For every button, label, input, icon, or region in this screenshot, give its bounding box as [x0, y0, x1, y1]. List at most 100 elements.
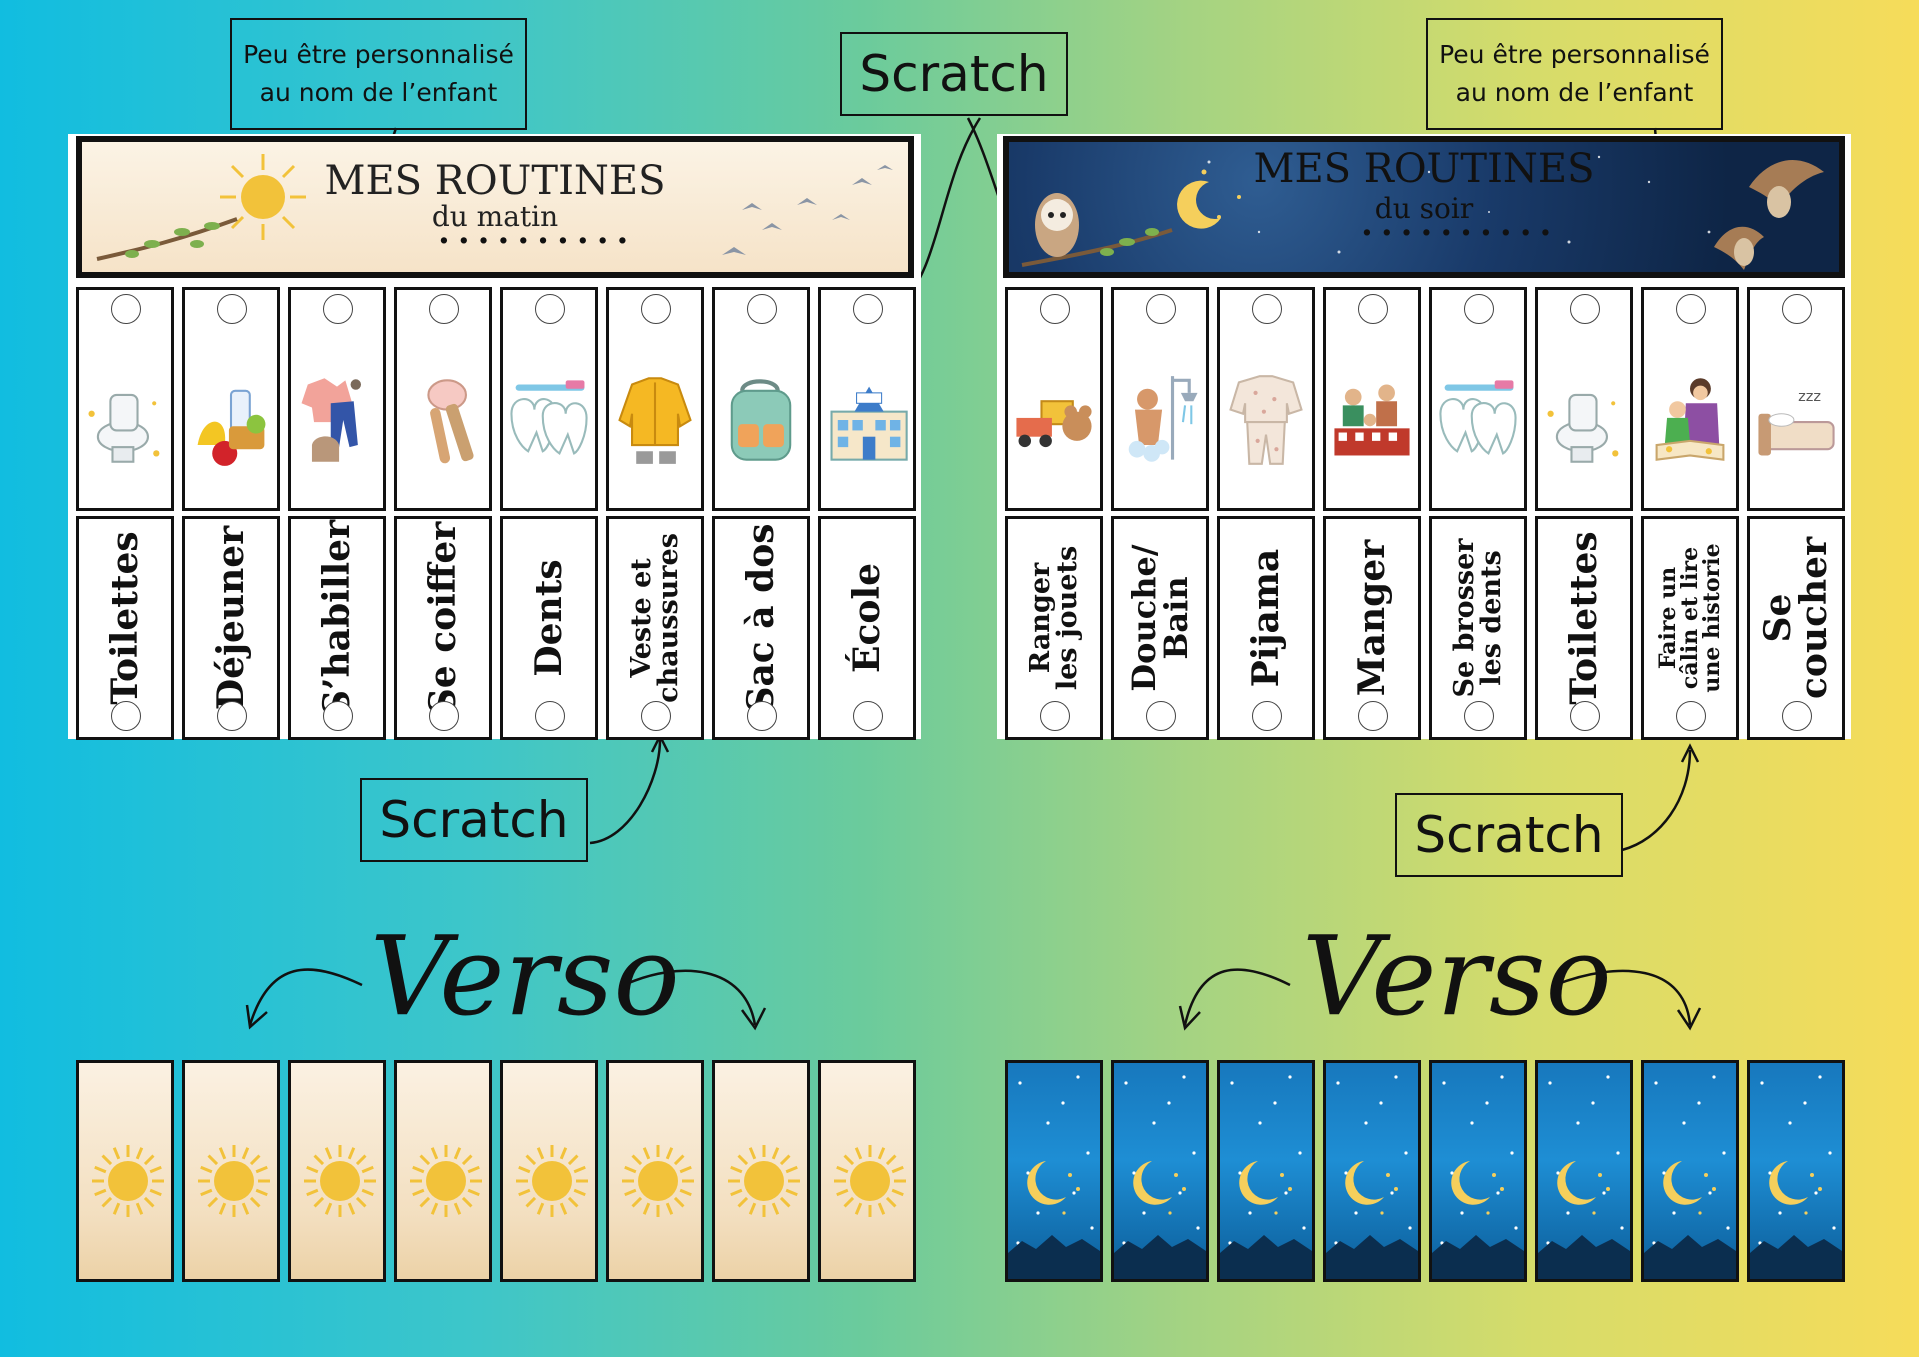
- evening-back-card: [1429, 1060, 1527, 1282]
- morning-picture-card[interactable]: [712, 287, 810, 511]
- evening-card-label: Douche/Bain: [1125, 544, 1195, 692]
- scratch-note-right-text: Scratch: [1414, 806, 1604, 864]
- owl-perched-icon: [1021, 193, 1173, 267]
- morning-back-card: [76, 1060, 174, 1282]
- moon-icon: [1008, 1075, 1100, 1279]
- punch-hole: [1464, 294, 1494, 324]
- punch-hole: [429, 294, 459, 324]
- sun-icon: [834, 1145, 906, 1217]
- evening-picture-card[interactable]: [1429, 287, 1527, 511]
- teeth-icon: [510, 380, 588, 455]
- morning-name-dots: ..........: [438, 212, 637, 252]
- punch-hole: [1570, 294, 1600, 324]
- moon-icon: [1114, 1075, 1206, 1279]
- morning-banner: MES ROUTINES du matin ..........: [76, 136, 914, 278]
- evening-picture-card[interactable]: [1217, 287, 1315, 511]
- verso-title-left: Verso: [370, 912, 680, 1040]
- moon-icon: [1220, 1075, 1312, 1279]
- evening-picture-card[interactable]: [1005, 287, 1103, 511]
- evening-subtitle: du soir: [1374, 192, 1474, 225]
- morning-back-card: [712, 1060, 810, 1282]
- punch-hole: [1040, 701, 1070, 731]
- morning-picture-card[interactable]: [606, 287, 704, 511]
- morning-picture-card[interactable]: [394, 287, 492, 511]
- evening-back-card: [1323, 1060, 1421, 1282]
- punch-hole: [535, 294, 565, 324]
- evening-back-card: [1641, 1060, 1739, 1282]
- punch-hole: [217, 701, 247, 731]
- evening-label-card[interactable]: Toilettes: [1535, 516, 1633, 740]
- morning-back-card: [606, 1060, 704, 1282]
- punch-hole: [217, 294, 247, 324]
- morning-card-label: Se coiffer: [422, 521, 464, 715]
- reading-hug-icon: [1655, 378, 1725, 461]
- evening-name-dots: ..........: [1361, 204, 1560, 244]
- moon-icon: [1326, 1075, 1418, 1279]
- morning-label-card[interactable]: Se coiffer: [394, 516, 492, 740]
- punch-hole: [747, 701, 777, 731]
- personalize-note-left-text: Peu être personnalisé au nom de l’enfant: [243, 40, 514, 107]
- morning-picture-card[interactable]: [818, 287, 916, 511]
- punch-hole: [111, 294, 141, 324]
- punch-hole: [111, 701, 141, 731]
- bed-icon: zzz: [1758, 388, 1835, 456]
- school-icon: [830, 386, 908, 461]
- morning-label-card[interactable]: Dents: [500, 516, 598, 740]
- morning-subtitle: du matin: [431, 200, 559, 233]
- sun-icon: [622, 1145, 694, 1217]
- morning-picture-card[interactable]: [288, 287, 386, 511]
- morning-picture-card[interactable]: [182, 287, 280, 511]
- morning-title: MES ROUTINES: [324, 158, 666, 204]
- stars-icon: [1201, 155, 1711, 254]
- morning-picture-card[interactable]: [500, 287, 598, 511]
- hairbrush-icon: [427, 379, 474, 464]
- scratch-note-top: Scratch: [840, 32, 1068, 116]
- evening-label-card[interactable]: Manger: [1323, 516, 1421, 740]
- punch-hole: [1146, 701, 1176, 731]
- evening-picture-card[interactable]: [1111, 287, 1209, 511]
- sun-icon: [92, 1145, 164, 1217]
- morning-back-card: [500, 1060, 598, 1282]
- toys-icon: [1016, 400, 1092, 448]
- evening-picture-card[interactable]: [1323, 287, 1421, 511]
- morning-label-card[interactable]: École: [818, 516, 916, 740]
- sun-icon: [304, 1145, 376, 1217]
- evening-picture-card[interactable]: [1535, 287, 1633, 511]
- backpack-icon: [730, 379, 792, 461]
- evening-picture-card[interactable]: [1641, 287, 1739, 511]
- morning-label-card[interactable]: Sac à dos: [712, 516, 810, 740]
- morning-label-card[interactable]: Déjeuner: [182, 516, 280, 740]
- scratch-note-left: Scratch: [360, 778, 588, 862]
- morning-card-label: École: [846, 563, 888, 673]
- moon-icon: [1750, 1075, 1842, 1279]
- evening-picture-card[interactable]: zzz: [1747, 287, 1845, 511]
- evening-title: MES ROUTINES: [1253, 146, 1595, 192]
- morning-label-card[interactable]: S’habiller: [288, 516, 386, 740]
- morning-label-card[interactable]: Toilettes: [76, 516, 174, 740]
- morning-back-card: [182, 1060, 280, 1282]
- evening-label-card[interactable]: Douche/Bain: [1111, 516, 1209, 740]
- punch-hole: [1146, 294, 1176, 324]
- sun-icon: [516, 1145, 588, 1217]
- personalize-note-right: Peu être personnalisé au nom de l’enfant: [1426, 18, 1723, 130]
- evening-card-label: Pijama: [1245, 548, 1287, 688]
- evening-label-card[interactable]: Pijama: [1217, 516, 1315, 740]
- scratch-note-right: Scratch: [1395, 793, 1623, 877]
- moon-icon: [1538, 1075, 1630, 1279]
- evening-back-card: [1111, 1060, 1209, 1282]
- sun-icon: [728, 1145, 800, 1217]
- verso-title-right: Verso: [1302, 912, 1612, 1040]
- branch-icon: [96, 217, 238, 261]
- morning-picture-card[interactable]: [76, 287, 174, 511]
- punch-hole: [1676, 294, 1706, 324]
- punch-hole: [1358, 701, 1388, 731]
